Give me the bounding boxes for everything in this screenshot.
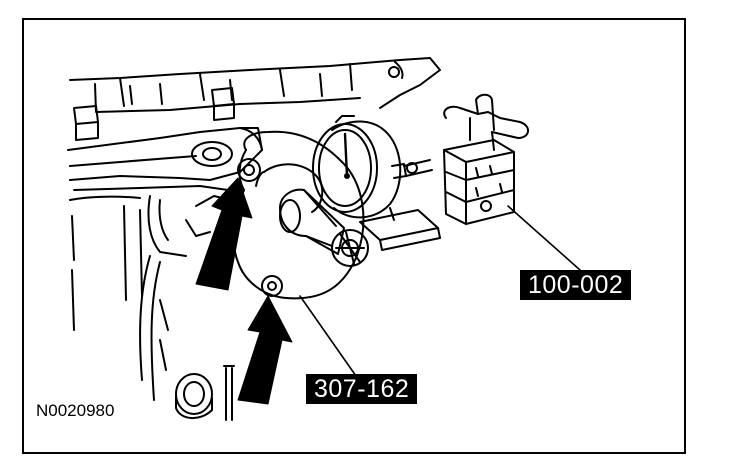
oil-seal-ring — [175, 373, 213, 419]
adapter-plate-307-162 — [233, 130, 369, 300]
leader-307-162 — [299, 295, 357, 377]
housing-bolt — [73, 105, 99, 141]
dial-indicator — [312, 115, 441, 251]
arrow-icon-lower — [237, 295, 293, 405]
callout-307-162: 307-162 — [306, 374, 418, 404]
leader-lines — [299, 205, 581, 377]
leader-100-002 — [507, 205, 581, 271]
arrow-icon-upper — [195, 177, 253, 291]
housing-bolt — [211, 87, 235, 121]
figure-frame — [22, 18, 686, 454]
holder-100-002 — [443, 93, 529, 225]
engine-housing — [67, 57, 441, 421]
figure-id-label: N0020980 — [36, 401, 115, 420]
callout-100-002: 100-002 — [520, 270, 632, 300]
